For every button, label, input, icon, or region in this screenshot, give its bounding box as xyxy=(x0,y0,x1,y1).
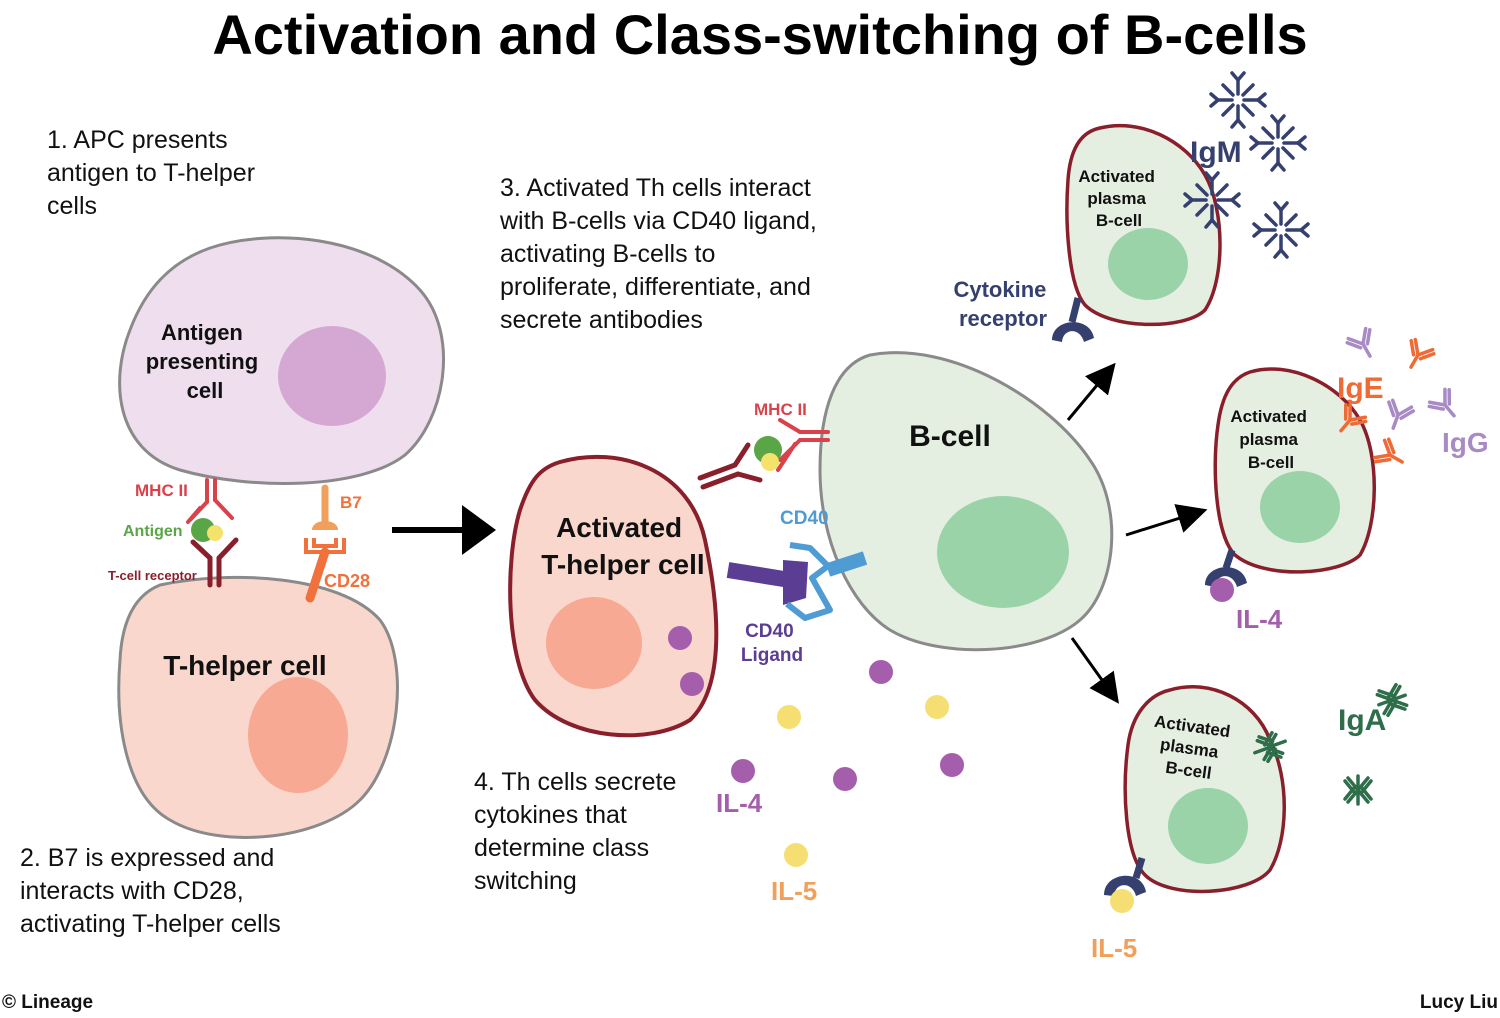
ige-molecule xyxy=(1371,435,1411,476)
b-cell-label: B-cell xyxy=(909,420,991,453)
arrow-to-igm-cell xyxy=(1066,362,1116,421)
activated-th-tcr xyxy=(697,442,763,490)
t-helper-nucleus xyxy=(248,677,348,793)
igg-label: IgG xyxy=(1442,427,1489,458)
activated-th-nucleus xyxy=(546,597,642,689)
igg-molecule xyxy=(1425,385,1466,426)
step-2-text: 2. B7 is expressed and interacts with CD… xyxy=(20,844,281,938)
igm-label: IgM xyxy=(1190,136,1242,169)
igm-molecule xyxy=(1249,114,1307,172)
il4-particle xyxy=(731,759,755,783)
b7-molecule xyxy=(312,484,338,530)
t-helper-label: T-helper cell xyxy=(163,650,326,681)
tcr-label: T-cell receptor xyxy=(108,568,197,583)
bcell-antigen-peptide xyxy=(761,453,779,471)
igg-molecule xyxy=(1343,325,1384,365)
mhc2-label-left: MHC II xyxy=(135,481,188,500)
apc-mhc2 xyxy=(186,478,234,524)
ige-label: IgE xyxy=(1337,372,1384,405)
cytokine-receptor-3 xyxy=(1104,856,1146,896)
cytokine-receptor-label: Cytokine receptor xyxy=(953,277,1052,331)
cd40-ligand xyxy=(726,560,808,605)
il5-particle xyxy=(784,843,808,867)
cd28-label: CD28 xyxy=(324,571,370,591)
th-cytokine-granule-1 xyxy=(668,626,692,650)
free-cytokines xyxy=(731,660,964,867)
plasma-igm-nucleus xyxy=(1108,228,1188,300)
b-cell: B-cell xyxy=(818,351,1114,652)
il4-label-free: IL-4 xyxy=(716,788,763,818)
arrow-to-iga-cell xyxy=(1070,637,1119,704)
th-cytokine-granule-2 xyxy=(680,672,704,696)
progress-arrow xyxy=(392,505,496,555)
page-title: Activation and Class-switching of B-cell… xyxy=(212,3,1307,66)
cd40-ligand-label: CD40 Ligand xyxy=(741,621,803,666)
activated-t-helper-cell: Activated T-helper cell xyxy=(508,454,719,738)
ige-molecule xyxy=(1397,336,1438,376)
il4-label-bound: IL-4 xyxy=(1236,604,1283,634)
apc-antigen-peptide xyxy=(207,525,223,541)
mhc2-label-right: MHC II xyxy=(754,400,807,419)
plasma-cell-igm: Activated plasma B-cell xyxy=(1065,123,1222,327)
arrow-to-ige-igg-cell xyxy=(1125,504,1208,537)
il4-particle xyxy=(833,767,857,791)
il5-label-free: IL-5 xyxy=(771,876,817,906)
b-cell-nucleus xyxy=(937,496,1069,608)
il4-particle xyxy=(940,753,964,777)
t-helper-cell: T-helper cell xyxy=(117,575,399,839)
cd40-label: CD40 xyxy=(780,508,829,529)
step-4-text: 4. Th cells secrete cytokines that deter… xyxy=(474,768,683,895)
step-3-text: 3. Activated Th cells interact with B-ce… xyxy=(499,174,824,334)
plasma-cell-iga: Activated plasma B-cell xyxy=(1123,685,1286,894)
antigen-presenting-cell: Antigen presenting cell xyxy=(118,236,446,486)
apc-nucleus xyxy=(278,326,386,426)
il5-particle xyxy=(777,705,801,729)
author-credit: Lucy Liu xyxy=(1420,992,1498,1013)
il4-particle xyxy=(869,660,893,684)
il5-label-bound: IL-5 xyxy=(1091,933,1137,963)
bound-il4 xyxy=(1210,578,1234,602)
igm-molecule xyxy=(1209,71,1267,129)
step-1-text: 1. APC presents antigen to T-helper cell… xyxy=(47,126,262,220)
igg-molecule xyxy=(1379,397,1417,435)
plasma-ige-nucleus xyxy=(1260,471,1340,543)
cytokine-receptor-1 xyxy=(1052,297,1094,342)
b7-label: B7 xyxy=(340,493,362,512)
bcell-mhc2 xyxy=(776,418,830,472)
apc-label: Antigen presenting cell xyxy=(146,320,265,403)
il5-particle xyxy=(925,695,949,719)
plasma-igm-label: Activated plasma B-cell xyxy=(1078,167,1159,230)
plasma-iga-nucleus xyxy=(1168,788,1248,864)
t-cell-receptor xyxy=(190,537,239,588)
bound-il5 xyxy=(1110,889,1134,913)
antigen-label: Antigen xyxy=(123,523,183,540)
iga-label: IgA xyxy=(1338,704,1386,737)
copyright-credit: © Lineage xyxy=(2,992,93,1013)
cd28-molecule xyxy=(304,538,346,603)
cd40 xyxy=(785,542,868,621)
plasma-ige-igg-label: Activated plasma B-cell xyxy=(1230,407,1311,472)
igm-molecule xyxy=(1252,201,1310,259)
plasma-cell-ige-igg: Activated plasma B-cell xyxy=(1213,367,1376,574)
activated-th-label: Activated T-helper cell xyxy=(541,512,704,580)
